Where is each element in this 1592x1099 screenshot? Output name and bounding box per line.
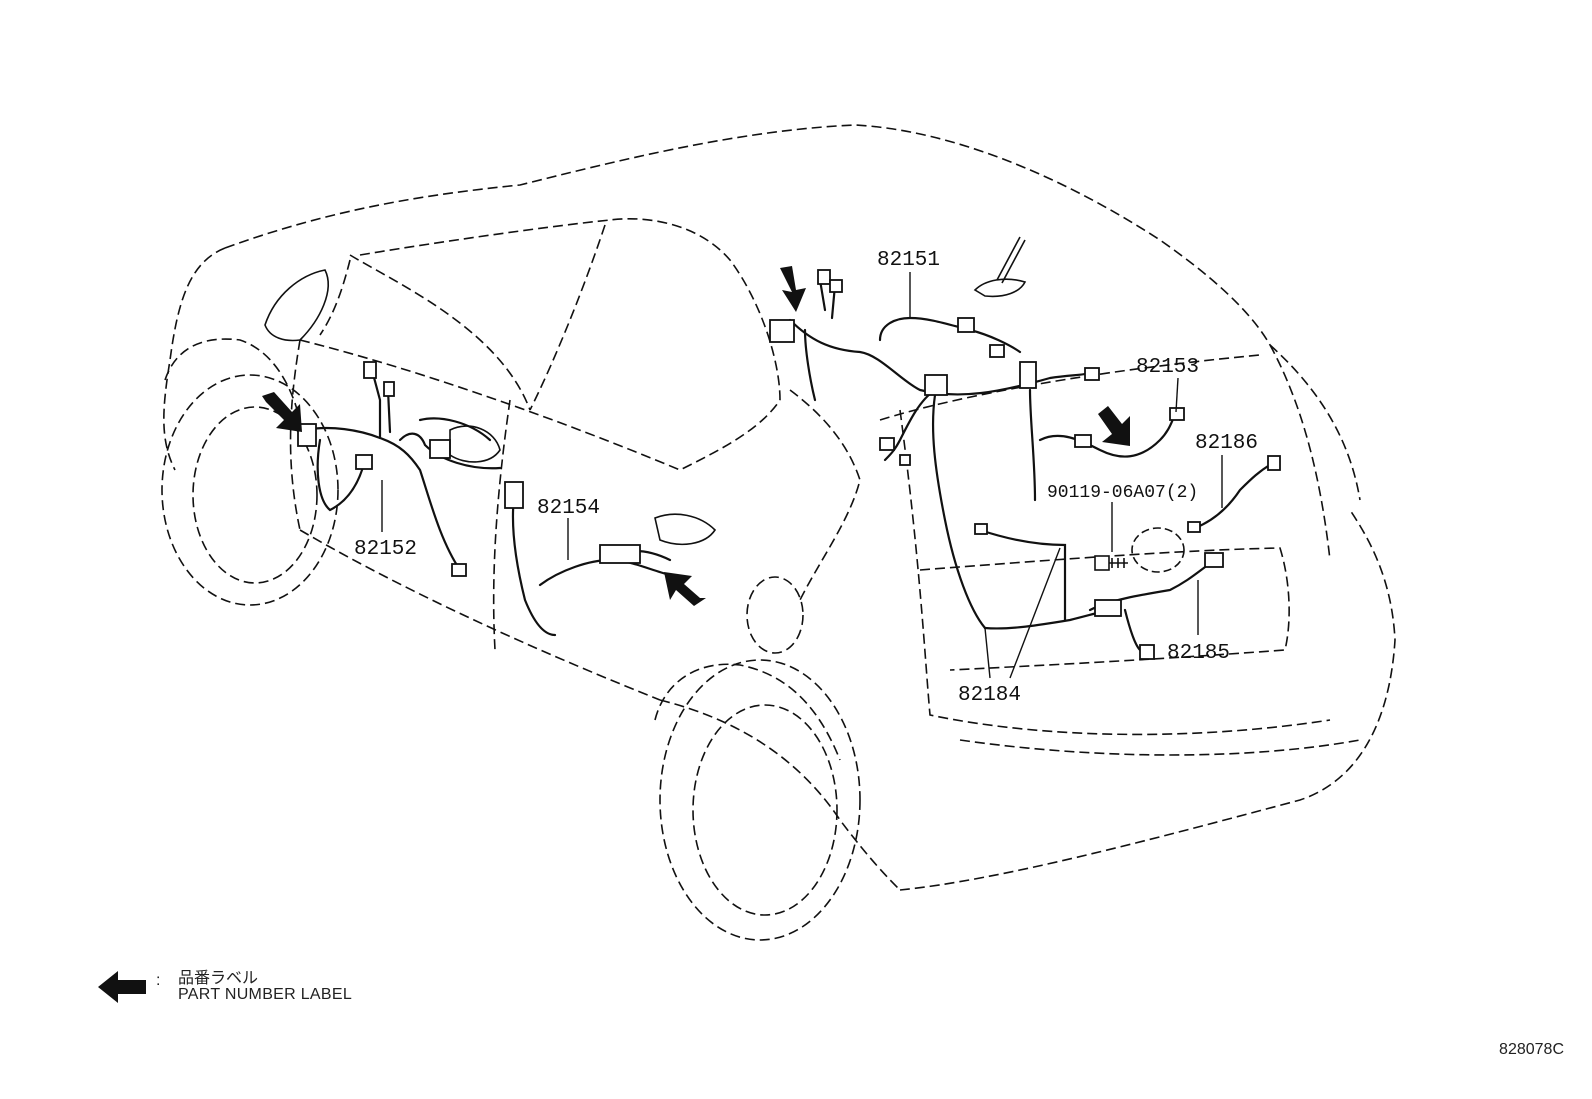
part-label-82184: 82184 [958,684,1021,707]
label-arrow-rear-door [664,572,706,606]
front-wheel [161,338,339,606]
legend-english-text: PART NUMBER LABEL [178,986,353,1003]
part-label-82151: 82151 [877,249,940,272]
label-arrow-hatch [1098,406,1130,446]
part-number-label-arrows [262,266,1130,606]
rear-wheel [654,659,861,941]
leader-lines [381,272,1223,679]
part-label-82185: 82185 [1167,642,1230,665]
diagram-reference-code: 828078C [1499,1041,1564,1058]
part-label-82153: 82153 [1136,356,1199,379]
label-arrow-pillar [780,266,806,312]
legend-japanese-text: 品番ラベル [178,970,259,987]
part-label-82152: 82152 [354,538,417,561]
legend: : 品番ラベル PART NUMBER LABEL [96,964,416,1014]
car-body-outline [163,124,1396,891]
harness-connectors [297,269,1281,660]
wire-harnesses [303,278,1277,652]
part-label-82186: 82186 [1195,432,1258,455]
part-number-labels: 82151 82152 82153 82154 82184 82185 8218… [354,249,1258,707]
roof-antenna [973,236,1027,298]
label-arrow-front-door [262,392,302,432]
door-handles [449,425,1185,573]
arrow-left-icon [98,971,146,1003]
legend-separator: : [156,972,161,989]
bolt-part [1094,555,1128,571]
part-label-82154: 82154 [537,497,600,520]
side-mirror [264,269,329,342]
part-label-90119: 90119-06A07(2) [1047,483,1198,503]
